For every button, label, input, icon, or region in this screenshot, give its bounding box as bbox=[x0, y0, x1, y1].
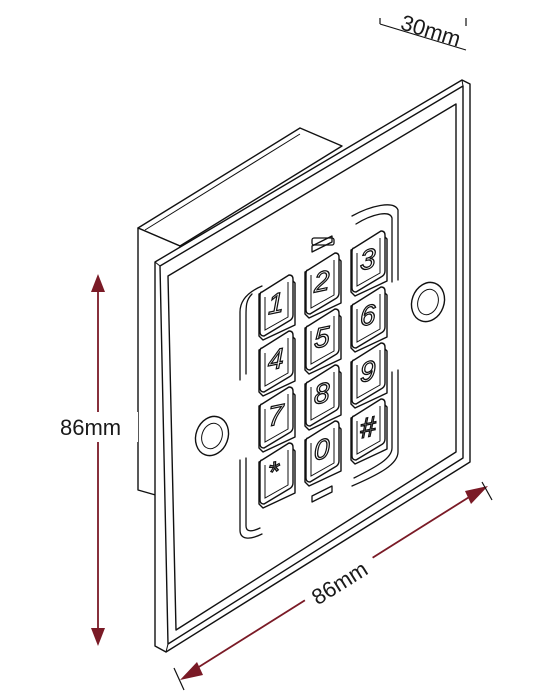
key-label: 5 bbox=[314, 319, 330, 354]
guide-bottom-left-inner bbox=[245, 457, 261, 532]
width-tick-right bbox=[481, 481, 493, 501]
width-arrow-right bbox=[465, 486, 488, 504]
guide-top-left-inner bbox=[245, 293, 253, 375]
width-label-bg bbox=[298, 547, 382, 615]
width-arrow-left bbox=[180, 662, 203, 680]
key-bevel bbox=[356, 350, 381, 399]
key-label: 8 bbox=[314, 375, 330, 410]
key-label: 4 bbox=[268, 341, 284, 376]
key-cap bbox=[351, 398, 386, 461]
key-label: 1 bbox=[268, 285, 284, 320]
key-cap bbox=[259, 386, 294, 449]
height-arrow-bottom bbox=[91, 628, 105, 646]
key-4[interactable]: 4 bbox=[258, 330, 296, 397]
key-9[interactable]: 9 bbox=[350, 342, 388, 409]
key-cap bbox=[259, 442, 294, 505]
plate-corner-bl bbox=[165, 643, 169, 653]
key-label: 3 bbox=[360, 241, 376, 276]
key-5[interactable]: 5 bbox=[304, 308, 342, 375]
key-3[interactable]: 3 bbox=[350, 230, 388, 297]
key-1[interactable]: 1 bbox=[258, 274, 296, 341]
key-bevel bbox=[310, 428, 335, 477]
key-6[interactable]: 6 bbox=[350, 286, 388, 353]
key-bevel bbox=[310, 372, 335, 421]
height-label-bg bbox=[58, 412, 138, 442]
key-label: 6 bbox=[360, 297, 376, 332]
key-cap bbox=[305, 420, 340, 483]
key-bevel bbox=[264, 338, 289, 387]
bottom-bar-mark bbox=[311, 485, 333, 503]
guide-bottom-left bbox=[239, 459, 263, 539]
depth-dimension: 30mm bbox=[379, 10, 467, 52]
guide-top-right bbox=[351, 204, 399, 281]
key-label: 9 bbox=[360, 353, 376, 388]
key-label: 2 bbox=[313, 263, 330, 298]
key-cap bbox=[305, 364, 340, 427]
key-cap bbox=[351, 286, 386, 349]
plate-corner-tr bbox=[461, 79, 464, 87]
keypad: 123 456 789 * 0 # bbox=[258, 230, 388, 509]
housing-edge bbox=[144, 133, 301, 231]
key-bevel bbox=[356, 238, 381, 287]
guide-top-right-inner bbox=[355, 213, 393, 283]
guide-bottom-right bbox=[351, 369, 399, 487]
key-bevel bbox=[310, 316, 335, 365]
key-cap bbox=[305, 308, 340, 371]
plate-corner-tl bbox=[154, 261, 161, 267]
key-bevel bbox=[264, 394, 289, 443]
key-bevel bbox=[356, 406, 381, 455]
guide-bottom-right-inner bbox=[353, 371, 393, 479]
key-label: * bbox=[268, 454, 280, 488]
depth-label: 30mm bbox=[398, 10, 464, 52]
key-cap bbox=[351, 230, 386, 293]
key-bevel bbox=[356, 294, 381, 343]
mount-hole-left-inner bbox=[201, 422, 223, 450]
key-hash[interactable]: # bbox=[350, 398, 388, 465]
key-label: 0 bbox=[314, 431, 330, 466]
key-bevel bbox=[310, 260, 335, 309]
key-7[interactable]: 7 bbox=[258, 386, 296, 453]
key-8[interactable]: 8 bbox=[304, 364, 342, 431]
keypad-guides bbox=[239, 204, 399, 539]
key-label: # bbox=[360, 409, 377, 444]
key-bevel bbox=[264, 450, 289, 499]
width-dimension: 86mm bbox=[173, 481, 493, 691]
top-bar-mark bbox=[311, 235, 333, 253]
key-star[interactable]: * bbox=[258, 442, 296, 509]
key-bevel bbox=[264, 282, 289, 331]
height-arrow-top bbox=[91, 274, 105, 292]
key-2[interactable]: 2 bbox=[304, 252, 342, 319]
height-dimension: 86mm bbox=[58, 274, 138, 646]
key-cap bbox=[351, 342, 386, 405]
width-tick-left bbox=[173, 667, 185, 691]
key-0[interactable]: 0 bbox=[304, 420, 342, 487]
height-label: 86mm bbox=[60, 415, 121, 440]
guide-top-bar bbox=[311, 237, 335, 246]
mount-hole-right-inner bbox=[417, 288, 439, 316]
screw-hole-icon bbox=[194, 281, 446, 457]
depth-dimension-line bbox=[379, 23, 467, 51]
key-cap bbox=[259, 330, 294, 393]
guide-top-left bbox=[239, 285, 263, 381]
key-cap bbox=[259, 274, 294, 337]
key-label: 7 bbox=[268, 397, 285, 432]
key-cap bbox=[305, 252, 340, 315]
